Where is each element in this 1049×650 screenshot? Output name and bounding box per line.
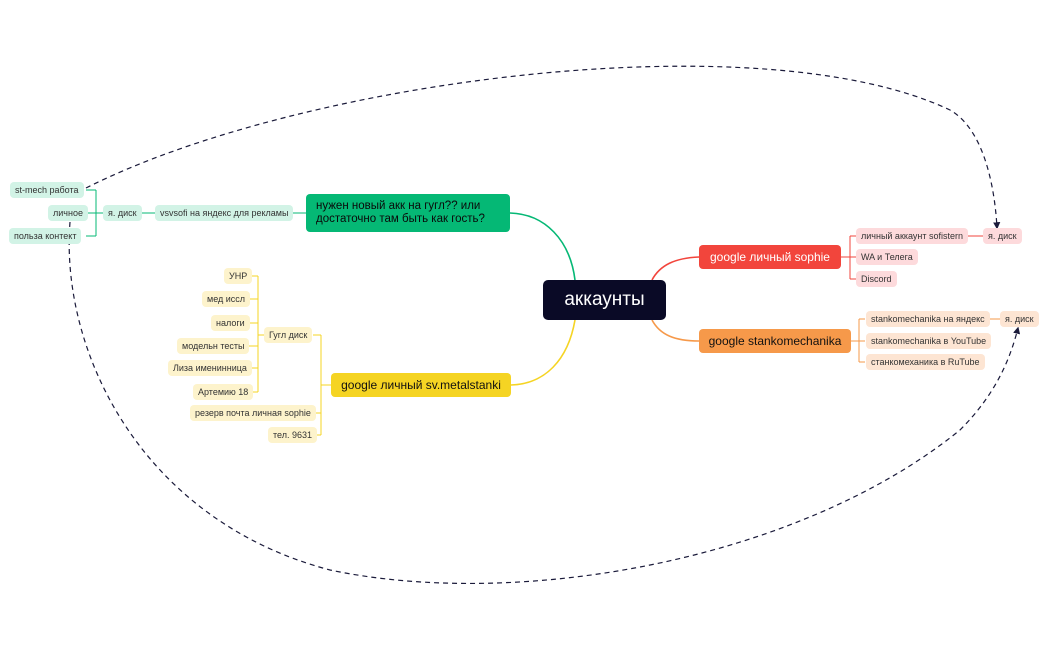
green-branch-node[interactable]: нужен новый акк на гугл?? или достаточно… [306,194,510,232]
green-leaf-work[interactable]: st-mech работа [10,182,84,198]
connector-yellow-drive [249,275,265,393]
connector-red-children [841,235,856,280]
yellow-drive-item-tests[interactable]: модельн тесты [177,338,250,354]
connector-root-green [509,212,576,281]
connector-yellow-children [313,334,331,436]
red-child-discord[interactable]: Discord [856,271,897,287]
red-child-wa[interactable]: WA и Телега [856,249,918,265]
yellow-drive-item-artemiy[interactable]: Артемию 18 [193,384,254,400]
connector-orange-children [851,318,865,363]
orange-child-youtube[interactable]: stankomechanika в YouTube [866,333,992,349]
red-tail-yadisk[interactable]: я. диск [983,228,1022,244]
orange-tail-yadisk[interactable]: я. диск [1000,311,1039,327]
red-branch-node[interactable]: google личный sophie [699,245,841,269]
connector-root-orange [651,319,700,342]
yellow-drive-item-liza[interactable]: Лиза именинница [168,360,252,376]
orange-branch-node[interactable]: google stankomechanika [699,329,851,353]
yellow-drive-item-med[interactable]: мед иссл [202,291,251,307]
yellow-child-reserve-email[interactable]: резерв почта личная sophie [190,405,316,421]
yellow-drive-node[interactable]: Гугл диск [264,327,313,343]
root-node[interactable]: аккаунты [543,280,666,320]
yellow-drive-item-unr[interactable]: УНР [224,268,253,284]
yellow-drive-item-taxes[interactable]: налоги [211,315,250,331]
green-child-node[interactable]: vsvsofi на яндекс для рекламы [155,205,294,221]
connector-root-red [651,256,700,281]
relation-lichnoe-to-yadisk [68,221,1021,585]
connector-green-leaves [85,189,104,237]
green-leaf-personal[interactable]: личное [48,205,88,221]
yellow-child-phone[interactable]: тел. 9631 [268,427,318,443]
connector-root-yellow [510,319,576,386]
yellow-branch-node[interactable]: google личный sv.metalstanki [331,373,511,397]
relation-stmech-to-yadisk [85,65,1001,230]
orange-child-yandex[interactable]: stankomechanika на яндекс [866,311,990,327]
red-child-sofistern[interactable]: личный аккаунт sofistern [856,228,969,244]
green-grandchild-node[interactable]: я. диск [103,205,142,221]
green-leaf-content[interactable]: польза контект [9,228,82,244]
orange-child-rutube[interactable]: станкомеханика в RuTube [866,354,985,370]
